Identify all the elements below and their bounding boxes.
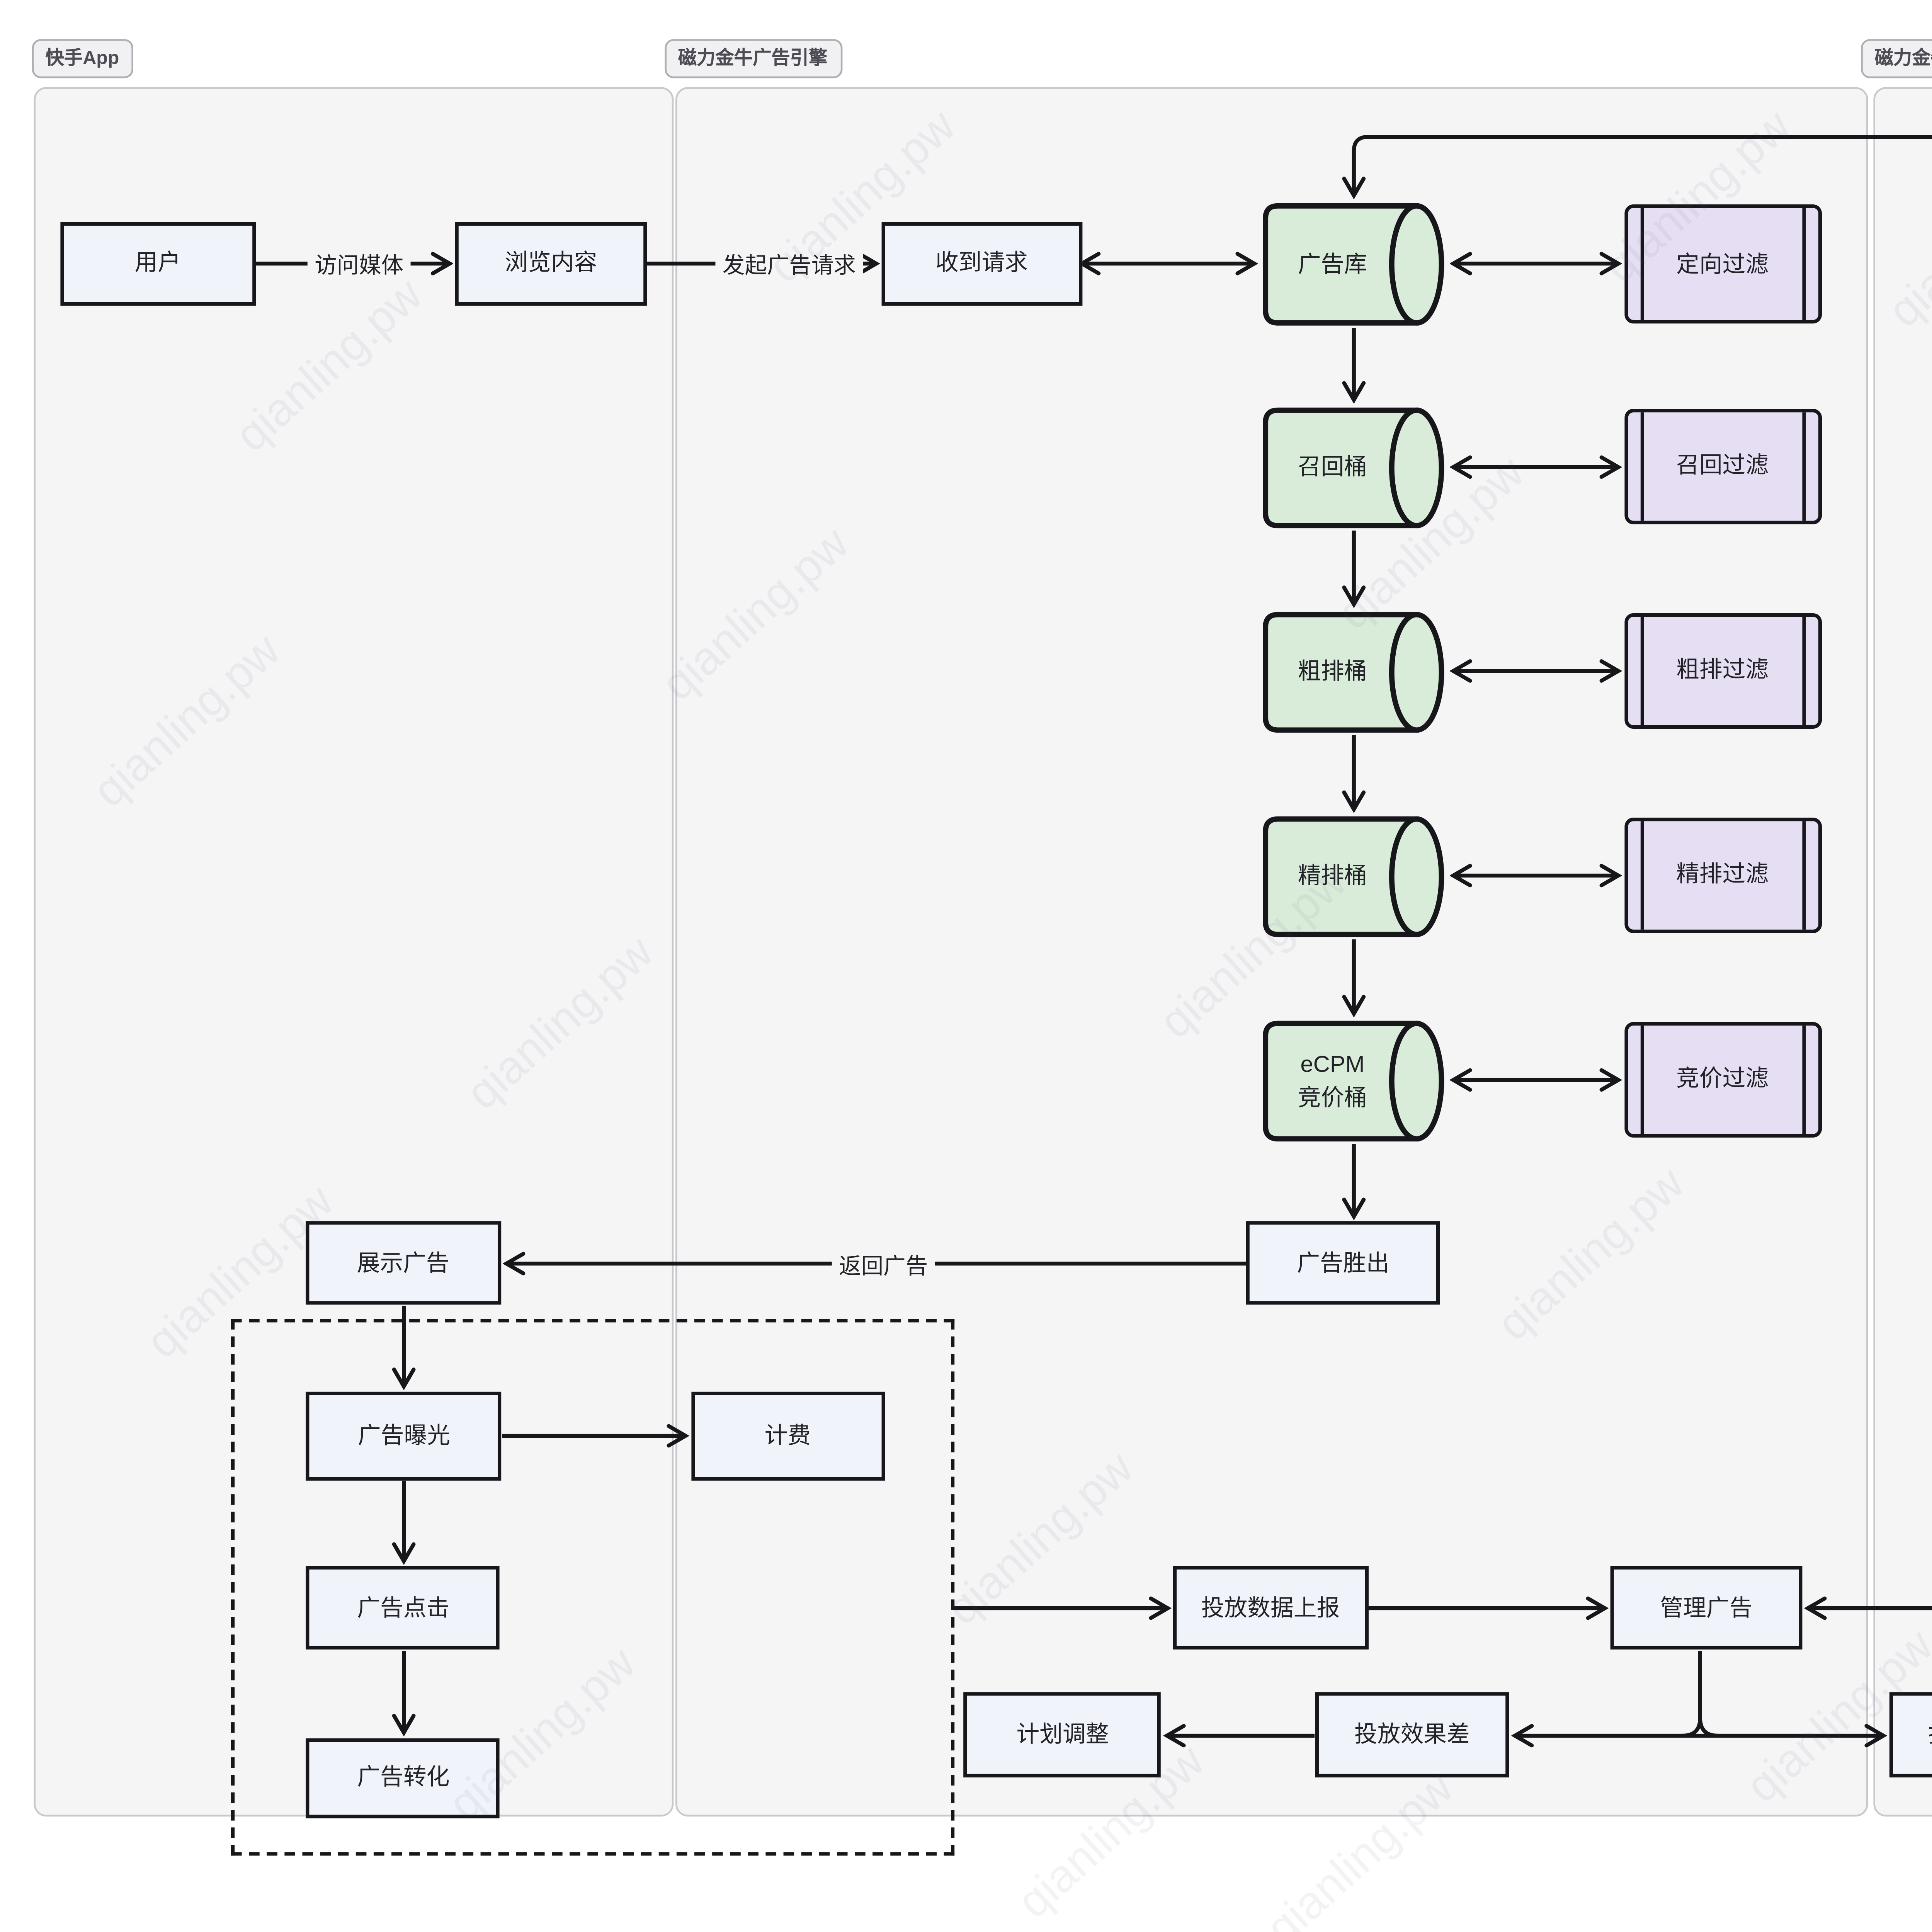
lane-title-kuaishou-app: 快手App bbox=[31, 38, 134, 78]
node-billing: 计费 bbox=[690, 1391, 884, 1480]
node-user-label: 用户 bbox=[134, 249, 181, 276]
node-report: 投放数据上报 bbox=[1173, 1566, 1368, 1650]
node-recall-filter: 召回过滤 bbox=[1624, 409, 1821, 524]
edge-review-adlib bbox=[1354, 135, 1932, 221]
node-recall-bucket: 召回桶 bbox=[1260, 405, 1448, 531]
node-coarse-bucket-label: 粗排桶 bbox=[1298, 658, 1367, 685]
node-ad-win-label: 广告胜出 bbox=[1297, 1249, 1389, 1276]
node-fine-bucket-label: 精排桶 bbox=[1298, 863, 1367, 890]
node-receive: 收到请求 bbox=[881, 221, 1082, 306]
node-target-filter: 定向过滤 bbox=[1624, 204, 1821, 324]
node-manage-label: 管理广告 bbox=[1660, 1594, 1753, 1621]
node-click-label: 广告点击 bbox=[357, 1594, 450, 1621]
node-receive-label: 收到请求 bbox=[935, 249, 1028, 276]
node-good-result-label: 投放效果好 bbox=[1928, 1719, 1932, 1752]
node-show-ad-label: 展示广告 bbox=[357, 1249, 449, 1276]
node-fine-filter-label: 精排过滤 bbox=[1676, 861, 1769, 888]
node-plan-adjust-label: 计划调整 bbox=[1016, 1721, 1109, 1748]
node-fine-filter: 精排过滤 bbox=[1624, 818, 1821, 933]
node-ecpm-bucket: eCPM 竞价桶 bbox=[1260, 1019, 1448, 1144]
node-recall-bucket-label: 召回桶 bbox=[1298, 453, 1367, 480]
edge-junction-curve-left bbox=[1682, 1718, 1702, 1738]
node-conversion: 广告转化 bbox=[306, 1738, 500, 1818]
node-report-label: 投放数据上报 bbox=[1201, 1594, 1340, 1621]
node-conversion-label: 广告转化 bbox=[357, 1764, 450, 1791]
cylinder-shape bbox=[1262, 1021, 1444, 1142]
node-ad-library: 广告库 bbox=[1260, 201, 1448, 328]
lane-platform bbox=[1872, 86, 1932, 1816]
node-bid-filter: 竞价过滤 bbox=[1624, 1022, 1821, 1138]
lane-title-platform: 磁力金牛平台 bbox=[1860, 38, 1932, 78]
node-ad-library-label: 广告库 bbox=[1298, 250, 1367, 277]
node-bid-filter-label: 竞价过滤 bbox=[1676, 1065, 1769, 1092]
edge-label-ad-request: 发起广告请求 bbox=[715, 245, 863, 282]
node-browse: 浏览内容 bbox=[455, 221, 647, 306]
node-coarse-bucket: 粗排桶 bbox=[1260, 610, 1448, 735]
cylinder-shape bbox=[1262, 407, 1444, 529]
node-exposure-label: 广告曝光 bbox=[357, 1421, 451, 1448]
node-billing-label: 计费 bbox=[764, 1421, 811, 1448]
flowchart-canvas: 快手App 磁力金牛广告引擎 磁力金牛平台 bbox=[31, 38, 1932, 1932]
edge-label-return-ad: 返回广告 bbox=[832, 1245, 935, 1282]
node-ecpm-bucket-label: eCPM 竞价桶 bbox=[1298, 1051, 1367, 1110]
node-plan-adjust: 计划调整 bbox=[964, 1692, 1162, 1779]
connector-layer bbox=[255, 135, 1932, 1861]
node-poor-result-label: 投放效果差 bbox=[1354, 1721, 1470, 1748]
edge-label-visit-media: 访问媒体 bbox=[307, 245, 411, 282]
cylinder-shape bbox=[1262, 612, 1444, 733]
edge-advertiser-manage bbox=[1808, 306, 1932, 1608]
node-coarse-filter: 粗排过滤 bbox=[1624, 613, 1821, 729]
node-coarse-filter-label: 粗排过滤 bbox=[1676, 656, 1769, 684]
node-manage: 管理广告 bbox=[1610, 1566, 1803, 1650]
node-target-filter-label: 定向过滤 bbox=[1676, 250, 1769, 277]
node-recall-filter-label: 召回过滤 bbox=[1676, 452, 1769, 479]
lane-title-ad-engine: 磁力金牛广告引擎 bbox=[664, 38, 842, 78]
node-ad-win: 广告胜出 bbox=[1246, 1221, 1440, 1306]
lane-kuaishou-app bbox=[33, 86, 673, 1816]
node-click: 广告点击 bbox=[306, 1566, 500, 1650]
node-browse-label: 浏览内容 bbox=[505, 249, 597, 276]
node-fine-bucket: 精排桶 bbox=[1260, 815, 1448, 940]
edge-junction-curve-right bbox=[1698, 1718, 1718, 1738]
lane-ad-engine bbox=[676, 86, 1869, 1816]
node-poor-result: 投放效果差 bbox=[1315, 1692, 1510, 1779]
node-show-ad: 展示广告 bbox=[305, 1221, 501, 1306]
node-exposure: 广告曝光 bbox=[306, 1391, 502, 1480]
cylinder-shape bbox=[1262, 817, 1444, 938]
exposure-flow-group bbox=[231, 1318, 954, 1855]
node-user: 用户 bbox=[60, 221, 255, 306]
node-good-result: 投放效果好 bbox=[1888, 1692, 1932, 1779]
cylinder-shape bbox=[1262, 203, 1444, 326]
